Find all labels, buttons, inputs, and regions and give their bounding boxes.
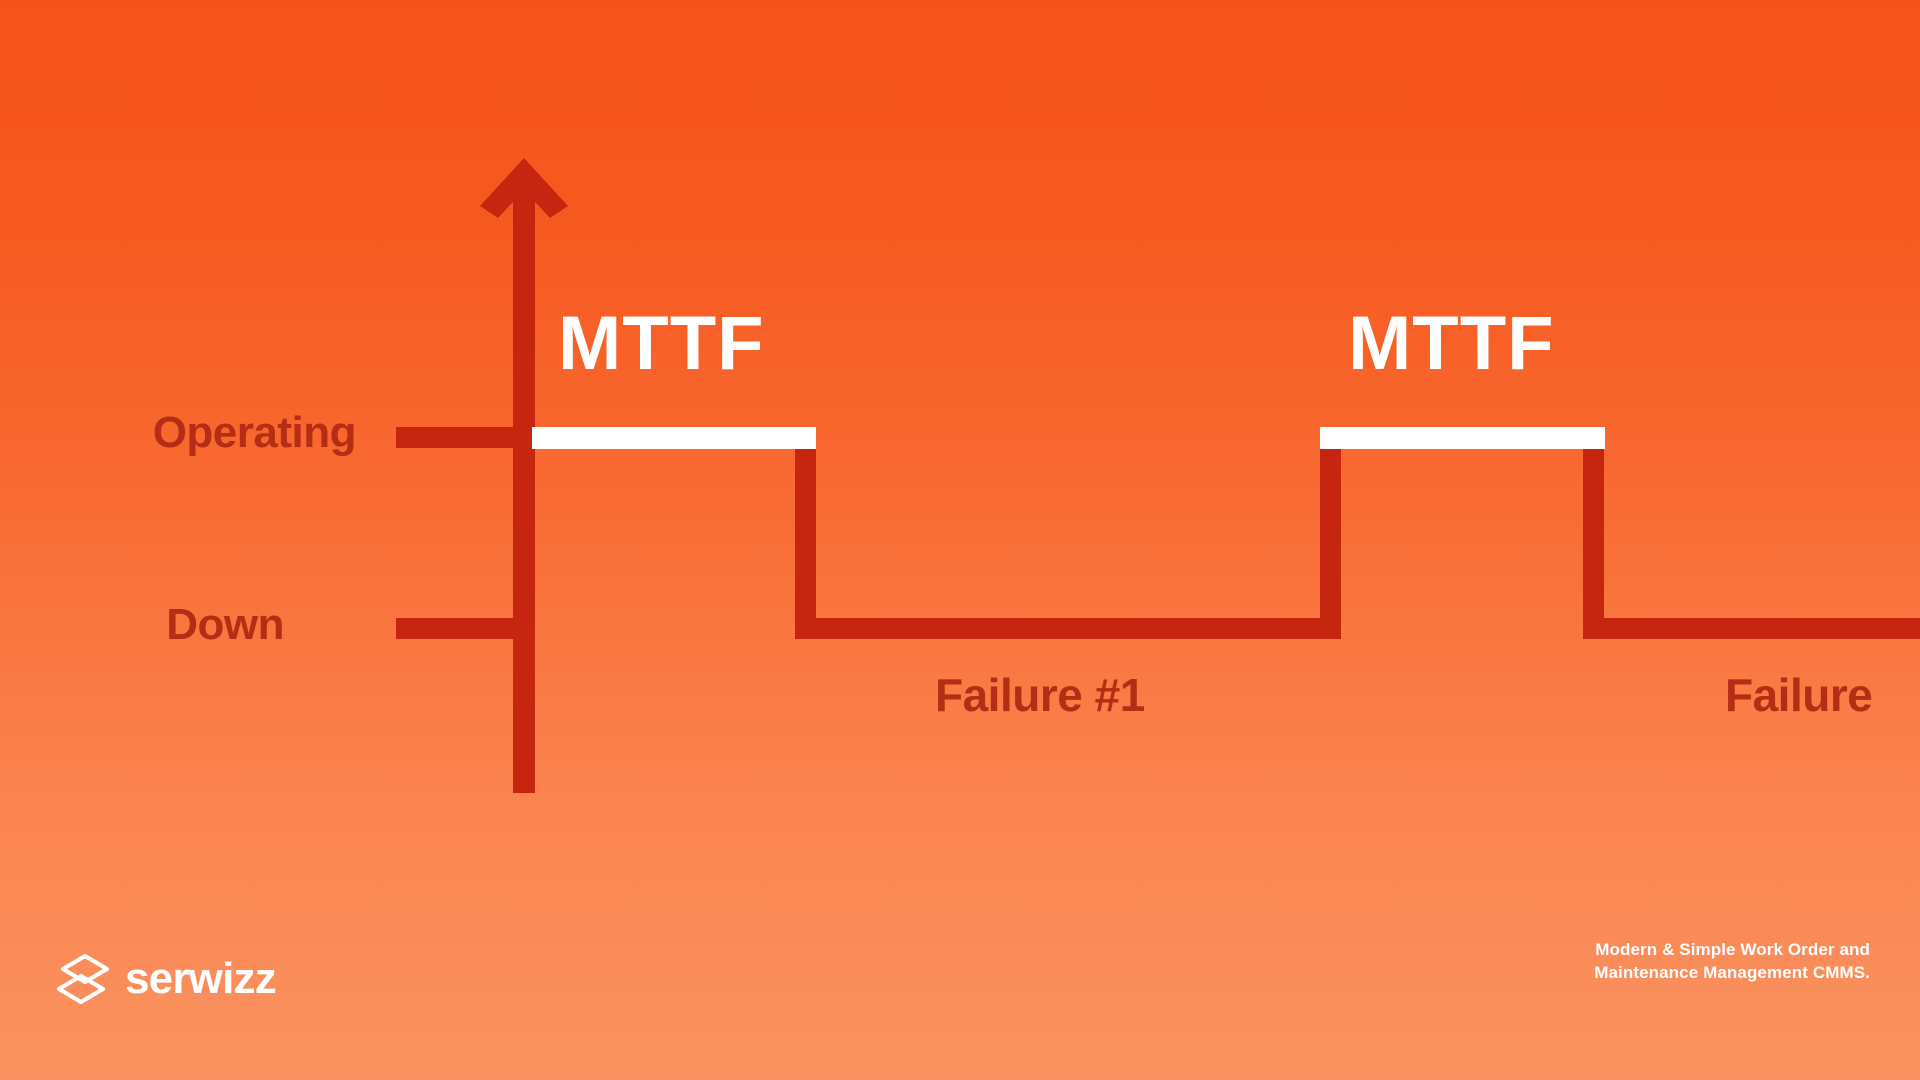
y-axis-tick-down <box>396 618 532 639</box>
axis-label-operating: Operating <box>152 408 357 457</box>
mttf-label-2: MTTF <box>1348 301 1555 386</box>
step-down-line-1 <box>795 618 1340 639</box>
brand-logo[interactable]: serwizz <box>55 952 277 1006</box>
y-axis-line <box>513 185 535 793</box>
brand-tagline: Modern & Simple Work Order and Maintenan… <box>1594 940 1870 983</box>
step-down-line-2 <box>1583 618 1920 639</box>
step-drop-2 <box>1583 427 1604 639</box>
mttf-label-1: MTTF <box>558 301 765 386</box>
y-axis-tick-operating <box>396 427 532 448</box>
brand-name: serwizz <box>125 954 277 1003</box>
step-rise-1 <box>1320 427 1341 639</box>
operating-bar-1 <box>532 427 816 449</box>
failure-label-2: Failure <box>1725 669 1873 721</box>
operating-bar-2 <box>1320 427 1605 449</box>
stacked-layers-icon <box>55 952 111 1006</box>
failure-label-1: Failure #1 <box>935 669 1145 721</box>
axis-label-down: Down <box>166 600 284 649</box>
step-drop-1 <box>795 427 816 639</box>
